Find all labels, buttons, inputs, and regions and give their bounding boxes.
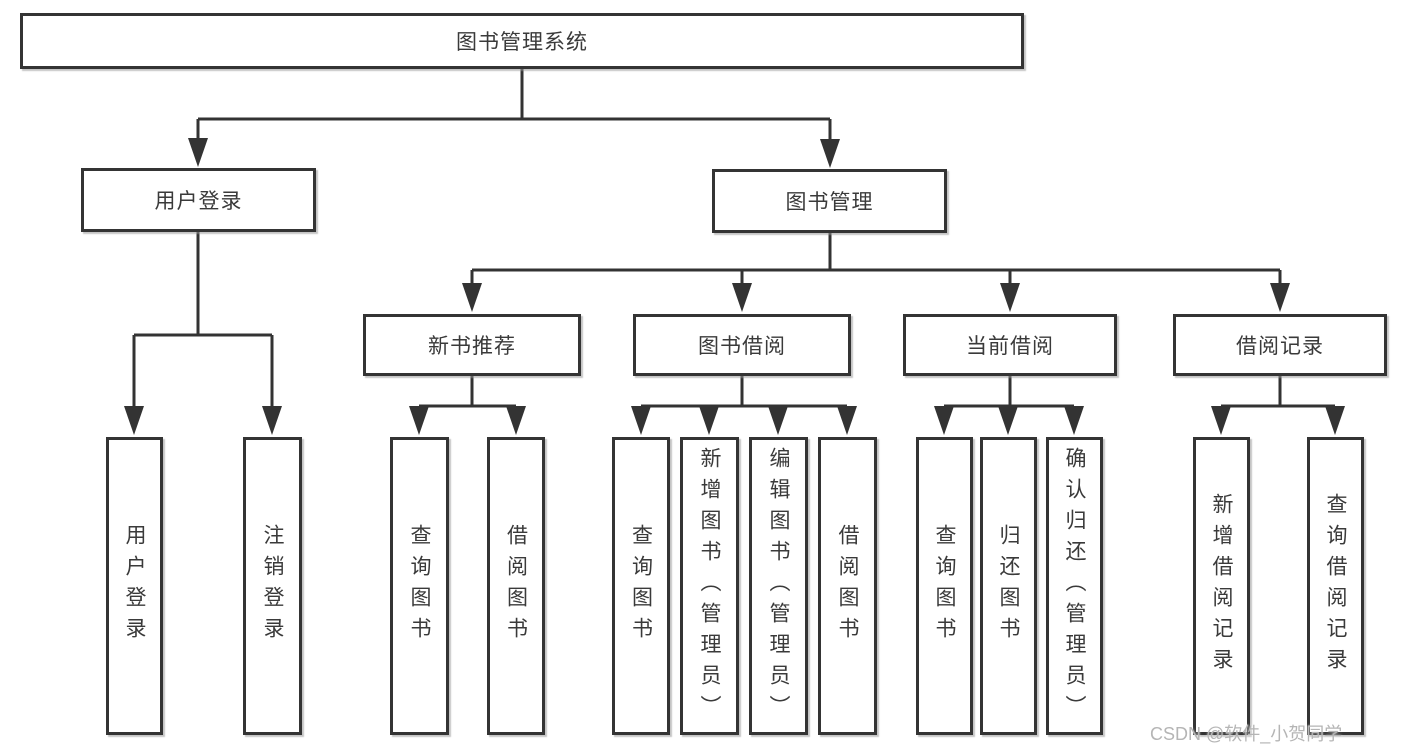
leaf-user-login-label: 用户登录 bbox=[123, 524, 146, 648]
node-current-borrow: 当前借阅 bbox=[903, 314, 1117, 376]
node-new-book-recommend-label: 新书推荐 bbox=[428, 335, 516, 358]
leaf-query-books-2-label: 查询图书 bbox=[629, 524, 653, 648]
leaf-query-borrow-record: 查询借阅记录 bbox=[1307, 437, 1364, 735]
leaf-add-book-admin: 新增图书（管理员） bbox=[680, 437, 739, 735]
leaf-borrow-books-2-label: 借阅图书 bbox=[836, 524, 859, 648]
connector-lines bbox=[132, 69, 1337, 410]
leaf-user-login: 用户登录 bbox=[106, 437, 163, 735]
leaf-borrow-books-under-book-borrow-2: 借阅图书 bbox=[818, 437, 877, 735]
leaf-query-books-under-new-book: 查询图书 bbox=[390, 437, 449, 735]
leaf-add-borrow-record: 新增借阅记录 bbox=[1193, 437, 1250, 735]
leaf-return-books-label: 归还图书 bbox=[997, 524, 1020, 648]
node-new-book-recommend: 新书推荐 bbox=[363, 314, 581, 376]
node-book-borrow: 图书借阅 bbox=[633, 314, 851, 376]
node-borrow-records: 借阅记录 bbox=[1173, 314, 1387, 376]
leaf-query-books-3-label: 查询图书 bbox=[933, 524, 956, 648]
leaf-borrow-books-1-label: 借阅图书 bbox=[504, 524, 528, 648]
node-current-borrow-label: 当前借阅 bbox=[966, 335, 1054, 358]
node-user-login-label: 用户登录 bbox=[154, 190, 243, 213]
node-book-management: 图书管理 bbox=[712, 169, 947, 233]
leaf-query-books-1-label: 查询图书 bbox=[408, 524, 431, 648]
node-root-label: 图书管理系统 bbox=[456, 31, 588, 54]
leaf-edit-book-admin-label: 编辑图书（管理员） bbox=[767, 446, 790, 726]
leaf-logout-login-label: 注销登录 bbox=[261, 524, 284, 648]
node-book-borrow-label: 图书借阅 bbox=[698, 335, 786, 358]
leaf-confirm-return-admin: 确认归还（管理员） bbox=[1046, 437, 1103, 735]
leaf-add-book-admin-label: 新增图书（管理员） bbox=[698, 446, 721, 726]
leaf-return-books: 归还图书 bbox=[980, 437, 1037, 735]
node-book-management-label: 图书管理 bbox=[785, 191, 874, 214]
leaf-logout-login: 注销登录 bbox=[243, 437, 302, 735]
leaf-edit-book-admin: 编辑图书（管理员） bbox=[749, 437, 808, 735]
leaf-query-books-under-book-borrow: 查询图书 bbox=[612, 437, 670, 735]
arrowhead-icons bbox=[124, 138, 1345, 435]
leaf-query-borrow-record-label: 查询借阅记录 bbox=[1324, 493, 1347, 679]
csdn-watermark: CSDN @软件_小贺同学 bbox=[1150, 724, 1343, 744]
leaf-confirm-return-admin-label: 确认归还（管理员） bbox=[1063, 446, 1086, 726]
leaf-query-books-under-current-borrow: 查询图书 bbox=[916, 437, 973, 735]
node-root: 图书管理系统 bbox=[20, 13, 1024, 69]
node-user-login: 用户登录 bbox=[81, 168, 316, 232]
leaf-add-borrow-record-label: 新增借阅记录 bbox=[1210, 493, 1233, 679]
node-borrow-records-label: 借阅记录 bbox=[1236, 335, 1324, 358]
leaf-borrow-books-under-new-book: 借阅图书 bbox=[487, 437, 545, 735]
